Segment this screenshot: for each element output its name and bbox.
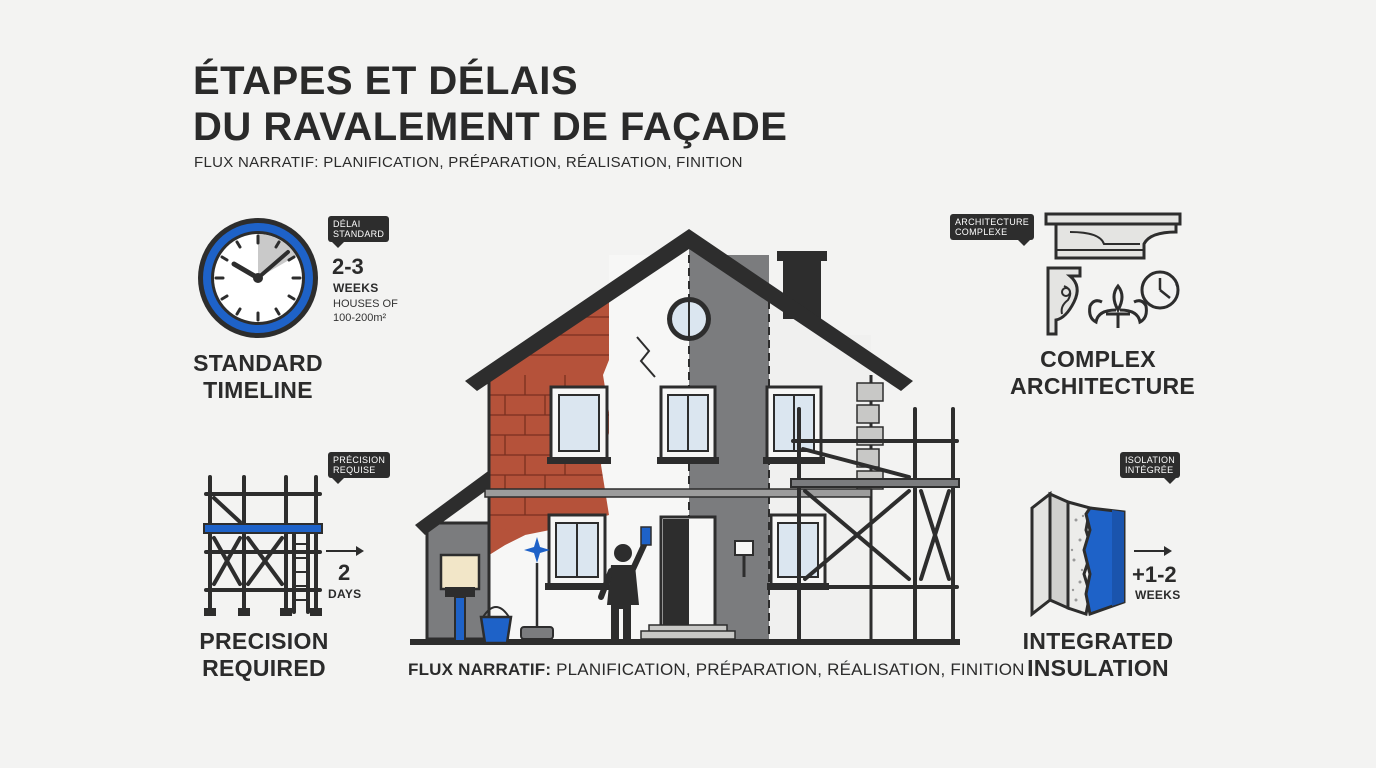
standard-tag-line-2: STANDARD [333,229,385,239]
complex-label-line-2: ARCHITECTURE [1010,373,1196,399]
insulation-value: +1-2 [1132,562,1177,587]
insulation-tag-line-1: ISOLATION [1125,455,1176,465]
insulation-label: INTEGRATED INSULATION [1010,628,1186,682]
title-line-1: ÉTAPES ET DÉLAIS [193,59,579,103]
ornament-icon [1044,212,1182,336]
arrow-right-icon-2 [1134,546,1172,556]
precision-tag-line-2: REQUISE [333,465,376,475]
precision-label-line-2: REQUIRED [202,655,326,681]
standard-value: 2-3 [332,254,364,279]
complex-label-line-1: COMPLEX [1040,346,1156,372]
standard-tag-line-1: DÉLAI [333,219,361,229]
cornice-molding-icon [1044,212,1182,260]
standard-label: STANDARD TIMELINE [178,350,338,404]
standard-label-line-1: STANDARD [193,350,323,376]
worker-figure [598,526,652,639]
fleur-de-lis-icon [1088,283,1148,328]
footer-caption-bold: FLUX NARRATIF: [408,660,552,679]
upper-windows [547,385,825,464]
scaffolding-icon [203,475,323,616]
standard-unit: WEEKS [333,281,379,295]
insulation-label-line-1: INTEGRATED [1022,628,1174,654]
insulation-tag-line-2: INTÉGRÉE [1125,465,1174,475]
complex-tag-line-1: ARCHITECTURE [955,217,1030,227]
page-subtitle: FLUX NARRATIF: PLANIFICATION, PRÉPARATIO… [194,154,743,171]
bucket-icon [479,563,554,645]
complex-tag-line-2: COMPLEXE [955,227,1008,237]
sparkle-icon [524,537,550,563]
arrow-right-icon [326,546,364,556]
page-title: ÉTAPES ET DÉLAIS DU RAVALEMENT DE FAÇADE [193,58,787,150]
insulation-unit: WEEKS [1135,588,1181,602]
precision-unit: DAYS [328,587,362,601]
precision-label: PRECISION REQUIRED [184,628,344,682]
insulation-tag: ISOLATION INTÉGRÉE [1120,452,1181,484]
standard-note-line-2: 100-200m² [333,312,387,324]
corbel-icon [1046,266,1082,336]
insulation-panel-icon [1030,490,1126,618]
precision-label-line-1: PRECISION [199,628,329,654]
standard-note: HOUSES OF 100-200m² [333,297,398,325]
standard-tag: DÉLAI STANDARD [328,216,390,248]
footer-caption: FLUX NARRATIF: PLANIFICATION, PRÉPARATIO… [408,660,1025,680]
complex-label: COMPLEX ARCHITECTURE [1010,346,1196,400]
brush-icon [439,553,481,642]
small-clock-icon [1140,270,1180,310]
footer-caption-rest: PLANIFICATION, PRÉPARATION, RÉALISATION,… [551,660,1025,679]
insulation-label-line-2: INSULATION [1027,655,1169,681]
house-scaffolding [791,407,959,641]
precision-tag-line-1: PRÉCISION [333,455,386,465]
standard-note-line-1: HOUSES OF [333,298,398,310]
ground-line [410,639,960,645]
precision-tag: PRÉCISION REQUISE [328,452,391,484]
precision-value: 2 [338,560,351,585]
house-illustration [410,229,960,645]
title-line-2: DU RAVALEMENT DE FAÇADE [193,105,788,149]
standard-label-line-2: TIMELINE [203,377,313,403]
complex-tag: ARCHITECTURE COMPLEXE [950,214,1035,246]
clock-icon [198,218,318,338]
